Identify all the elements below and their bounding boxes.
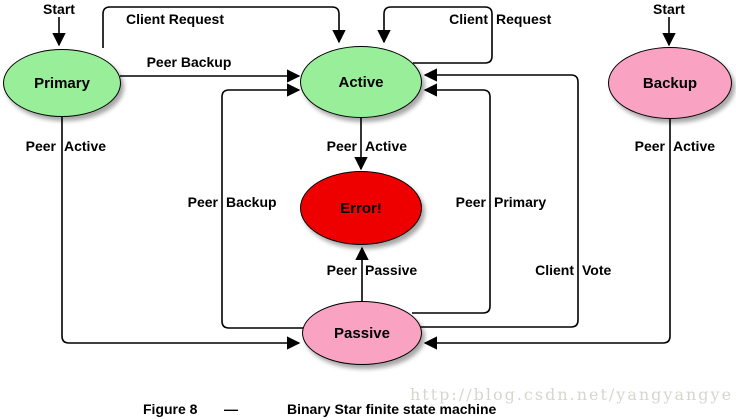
state-error-label: Error! [340, 199, 382, 217]
edge-passive-to-active-peer-primary [412, 83, 491, 314]
edge-primary-to-passive-peer-active [61, 117, 301, 350]
edge-active-self-client-request [377, 6, 493, 64]
label-peer-backup-top: Peer Backup [146, 54, 232, 70]
state-active-label: Active [338, 73, 384, 91]
label-client-request-left: Client Request [125, 11, 225, 27]
label-peer-backup-mid-right: Backup [226, 194, 277, 210]
label-start-right: Start [653, 1, 685, 17]
watermark-text: http://blog.csdn.net/yangyangye [410, 385, 734, 404]
label-peer-passive-left: Peer [326, 262, 357, 278]
state-passive-label: Passive [334, 324, 390, 342]
state-backup: Backup [608, 47, 732, 119]
state-passive: Passive [302, 301, 422, 365]
label-peer-active-mid-left: Peer [326, 138, 357, 154]
label-client-request-right-left: Client [449, 11, 488, 27]
label-client-vote-left: Client [535, 262, 574, 278]
label-start-left: Start [43, 1, 75, 17]
state-primary-label: Primary [34, 74, 90, 92]
label-peer-active-left-right: Active [64, 138, 107, 154]
label-peer-primary-right: Primary [494, 194, 547, 210]
edge-backup-to-passive-peer-active [423, 118, 671, 350]
state-backup-label: Backup [642, 74, 698, 92]
label-peer-active-left-left: Peer [25, 138, 56, 154]
edge-primary-to-active-client-request [102, 6, 346, 48]
edge-passive-to-active-peer-backup [221, 83, 303, 329]
figure-dash: — [224, 401, 238, 417]
state-error: Error! [300, 171, 422, 245]
label-peer-primary-left: Peer [455, 194, 486, 210]
label-peer-active-mid-right: Active [365, 138, 408, 154]
state-primary: Primary [3, 49, 121, 117]
label-peer-active-right-right: Active [673, 138, 716, 154]
figure-caption: Binary Star finite state machine [287, 401, 497, 417]
label-peer-active-right-left: Peer [634, 138, 665, 154]
edge-passive-to-active-client-vote [418, 68, 579, 328]
label-client-request-right-right: Request [496, 11, 552, 27]
label-peer-passive-right: Passive [365, 262, 418, 278]
label-peer-backup-mid-left: Peer [187, 194, 218, 210]
figure-number: Figure 8 [143, 401, 198, 417]
label-client-vote-right: Vote [582, 262, 612, 278]
state-active: Active [300, 46, 422, 118]
